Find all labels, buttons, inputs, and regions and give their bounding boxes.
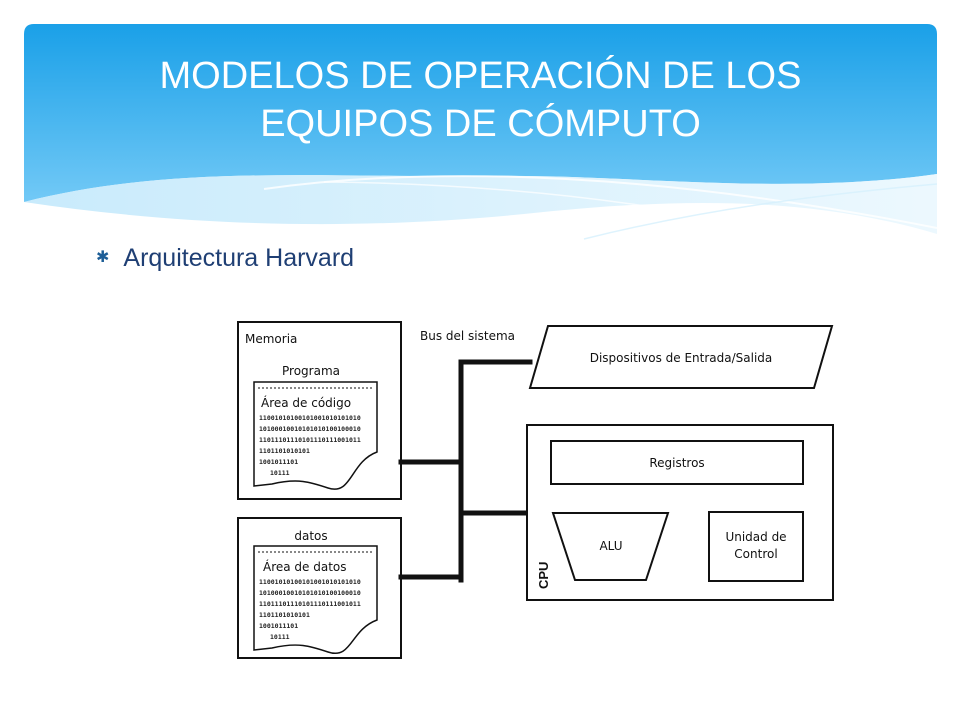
code-line: 11001010100101001010101010 — [259, 414, 361, 422]
bus-label: Bus del sistema — [420, 329, 515, 343]
alu-label: ALU — [599, 539, 622, 553]
alu-shape — [551, 512, 670, 581]
header-wave-line-2 — [323, 181, 865, 257]
data-line: 11011101110101110111001011 — [259, 600, 361, 608]
data-line: 10100010010101010100100010 — [259, 589, 361, 597]
code-line: 1101101010101 — [259, 447, 310, 455]
control-label-line-1: Unidad de — [725, 530, 786, 544]
header-background — [24, 24, 937, 202]
datos-label: datos — [294, 529, 327, 543]
title-line-1: MODELOS DE OPERACIÓN DE LOS — [159, 55, 802, 97]
data-area-shape — [253, 545, 378, 655]
asterisk-icon: ✱ — [96, 249, 110, 266]
title-line-2: EQUIPOS DE CÓMPUTO — [260, 103, 701, 145]
header-wave-line-1 — [263, 175, 937, 229]
system-bus — [398, 359, 533, 583]
registros-label: Registros — [649, 456, 704, 470]
header-wave-light — [24, 174, 937, 234]
registros-box — [550, 440, 804, 485]
code-line: 10100010010101010100100010 — [259, 425, 361, 433]
memoria-label: Memoria — [245, 332, 297, 346]
data-line: 1101101010101 — [259, 611, 310, 619]
code-area-shape — [253, 381, 378, 490]
bullet-text: Arquitectura Harvard — [123, 244, 355, 272]
programa-label: Programa — [282, 364, 340, 378]
io-label: Dispositivos de Entrada/Salida — [590, 351, 773, 365]
data-line: 1001011101 — [259, 622, 298, 630]
code-line: 10111 — [270, 469, 290, 477]
code-binary-lines: 11001010100101001010101010 1010001001010… — [259, 414, 361, 477]
bullet-item: ✱ Arquitectura Harvard — [96, 244, 354, 273]
control-unit-box — [708, 511, 804, 582]
io-devices-shape — [528, 325, 834, 389]
code-line: 1001011101 — [259, 458, 298, 466]
header-banner — [24, 24, 937, 257]
slide-title: MODELOS DE OPERACIÓN DE LOS EQUIPOS DE C… — [24, 52, 937, 148]
data-line: 11001010100101001010101010 — [259, 578, 361, 586]
data-line: 10111 — [270, 633, 290, 641]
cpu-label: CPU — [536, 562, 551, 589]
codigo-area-label: Área de código — [261, 395, 351, 410]
control-label-line-2: Control — [734, 547, 777, 561]
data-binary-lines: 11001010100101001010101010 1010001001010… — [259, 578, 361, 641]
code-line: 11011101110101110111001011 — [259, 436, 361, 444]
datos-area-label: Área de datos — [263, 559, 347, 574]
header-wave-line-3 — [583, 183, 937, 240]
